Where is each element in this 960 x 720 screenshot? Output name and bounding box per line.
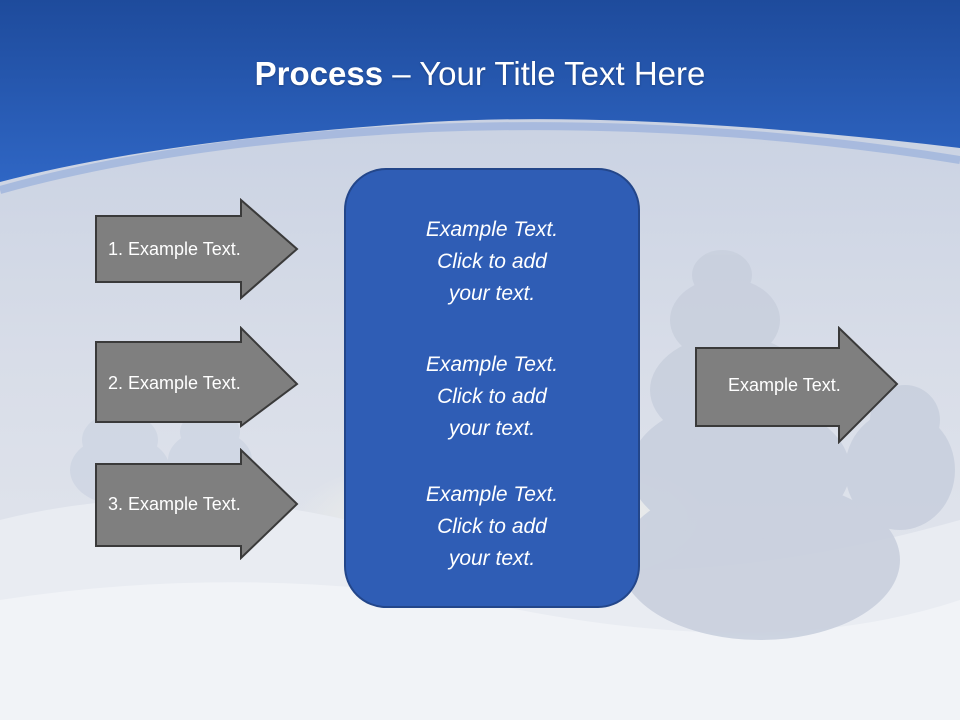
arrow-shape	[95, 198, 299, 300]
step-label: 1. Example Text.	[108, 238, 241, 259]
arrow-shape	[95, 448, 299, 560]
step-label: 3. Example Text.	[108, 493, 241, 514]
slide-title: Process – Your Title Text Here	[0, 50, 960, 98]
paragraph-line: your text.	[448, 547, 536, 570]
center-text-box[interactable]: Example Text. Click to add your text. Ex…	[344, 168, 640, 608]
arrow-shape	[95, 326, 299, 428]
paragraph-line: Example Text.	[425, 218, 559, 241]
title-bold: Process	[254, 55, 384, 92]
output-arrow[interactable]: Example Text.	[694, 326, 900, 444]
paragraph-line: Click to add	[437, 385, 547, 408]
step-arrow-2[interactable]: 2. Example Text.	[94, 326, 300, 428]
step-arrow-3[interactable]: 3. Example Text.	[94, 448, 300, 560]
paragraph-line: your text.	[448, 282, 536, 305]
paragraph-line: Click to add	[437, 250, 547, 273]
paragraph-line: Example Text.	[425, 353, 559, 376]
title-rest: – Your Title Text Here	[383, 55, 706, 92]
output-label: Example Text.	[728, 374, 841, 395]
center-paragraph-2: Example Text. Click to add your text.	[346, 349, 638, 445]
paragraph-line: your text.	[448, 417, 536, 440]
arrow-shape	[695, 326, 899, 444]
step-label: 2. Example Text.	[108, 372, 241, 393]
step-arrow-1[interactable]: 1. Example Text.	[94, 198, 300, 300]
center-paragraph-1: Example Text. Click to add your text.	[346, 214, 638, 310]
center-paragraph-3: Example Text. Click to add your text.	[346, 479, 638, 575]
paragraph-line: Click to add	[437, 515, 547, 538]
paragraph-line: Example Text.	[425, 483, 559, 506]
